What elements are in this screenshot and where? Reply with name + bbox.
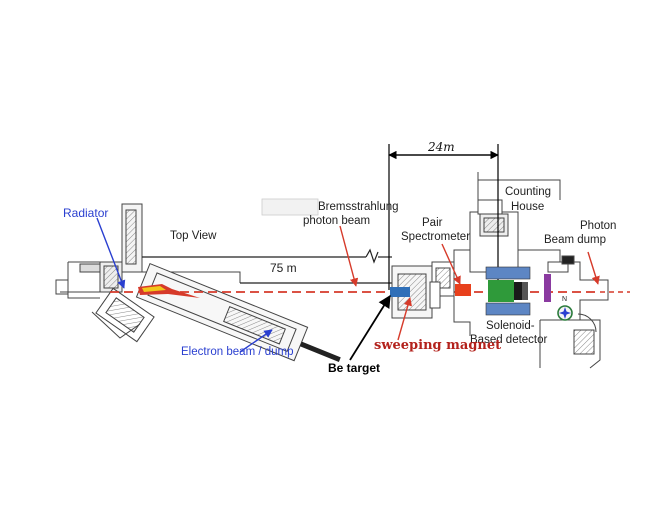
bremsstrahlung-label-2: photon beam [303, 215, 371, 227]
top-view-label: Top View [170, 230, 217, 242]
pair-spectrometer-label-2: Spectrometer [401, 231, 471, 243]
compass-n-label: N [562, 296, 568, 303]
distance-75m-label: 75 m [270, 261, 297, 275]
photon-beam-dump [544, 274, 551, 302]
pair-spectrometer-label-1: Pair [422, 217, 443, 229]
annotation-arrows [96, 217, 600, 361]
counting-house-label-2: House [511, 201, 545, 213]
photon-beam-dump-label-1: Photon [580, 220, 617, 232]
sweeping-magnet-label: sweeping magnet [374, 338, 502, 353]
dimension-24m-label: 24m [428, 140, 455, 154]
label-backdrop [261, 198, 319, 216]
dimension-24m [388, 144, 499, 290]
counting-house-label-1: Counting [505, 186, 552, 198]
solenoid-label-2: Based detector [470, 334, 548, 346]
tagger-hall [55, 203, 341, 363]
radiator-label: Radiator [63, 206, 109, 220]
be-target-block [390, 287, 410, 297]
photon-corridor [142, 248, 392, 284]
be-target-label: Be target [328, 361, 381, 375]
solenoid-label-1: Solenoid- [486, 320, 535, 332]
photon-beam-dump-label-2: Beam dump [544, 234, 607, 246]
compass-icon [557, 305, 573, 321]
pair-spectrometer-magnet [455, 284, 471, 296]
electron-beam-dump-label: Electron beam / dump [181, 346, 294, 358]
radiator-yellow [142, 286, 166, 292]
solenoid-detector [485, 266, 531, 316]
bremsstrahlung-label-1: Bremsstrahlung [318, 201, 399, 213]
